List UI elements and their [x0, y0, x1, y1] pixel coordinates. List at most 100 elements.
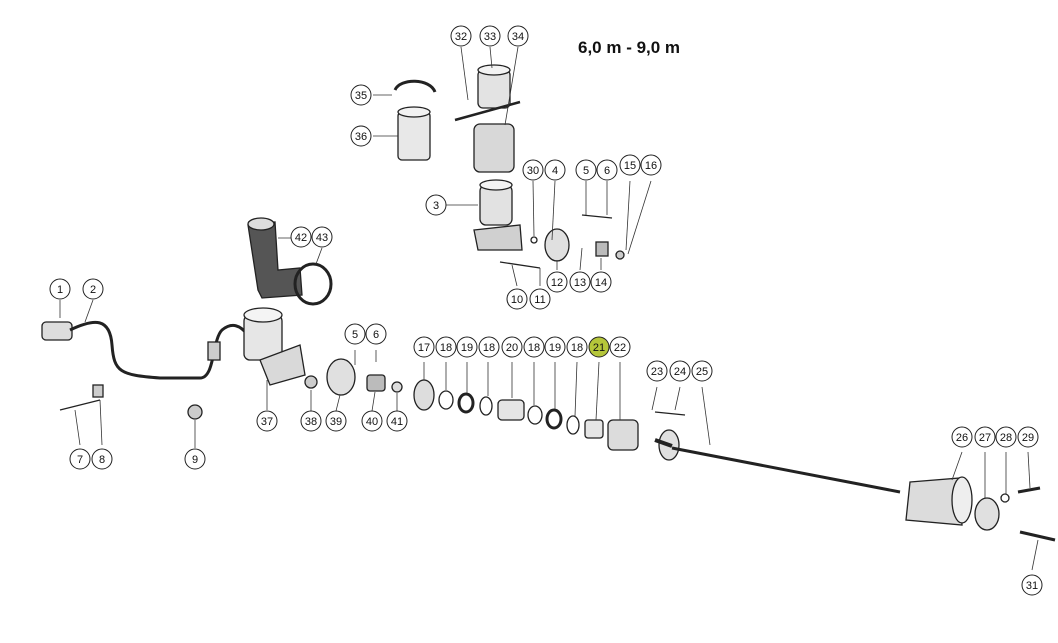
callout-30: 30 — [522, 159, 544, 181]
callout-number: 41 — [391, 416, 403, 428]
callout-number: 3 — [433, 200, 439, 212]
callout-number: 42 — [295, 232, 307, 244]
part-17 — [413, 379, 435, 411]
callout-circle — [588, 336, 610, 358]
callout-circle — [311, 226, 333, 248]
callout-6: 6 — [596, 159, 618, 181]
callout-24: 24 — [669, 360, 691, 382]
part-29 — [1017, 486, 1041, 494]
callout-15: 15 — [619, 154, 641, 176]
callout-circle — [184, 448, 206, 470]
callout-18: 18 — [435, 336, 457, 358]
callout-number: 6 — [604, 165, 610, 177]
callout-number: 12 — [551, 277, 563, 289]
callout-number: 14 — [595, 277, 607, 289]
callout-5-5: 5 — [344, 323, 366, 345]
callout-number: 35 — [355, 90, 367, 102]
callout-circle — [995, 426, 1017, 448]
callout-circle — [691, 360, 713, 382]
callout-number: 18 — [483, 342, 495, 354]
callout-number: 39 — [330, 416, 342, 428]
callout-number: 36 — [355, 131, 367, 143]
callout-circle — [544, 336, 566, 358]
callout-circle — [569, 271, 591, 293]
part-18c — [527, 405, 543, 425]
callout-number: 33 — [484, 31, 496, 43]
callout-circle — [344, 323, 366, 345]
callout-circle — [640, 154, 662, 176]
callout-number: 16 — [645, 160, 657, 172]
part-16 — [615, 250, 625, 260]
callout-31: 31 — [1021, 574, 1043, 596]
callout-5: 5 — [575, 159, 597, 181]
callout-circle — [974, 426, 996, 448]
part-39 — [326, 358, 356, 396]
callout-11: 11 — [529, 288, 551, 310]
callout-9: 9 — [184, 448, 206, 470]
part-18d — [566, 415, 580, 435]
hose-42 — [247, 217, 303, 299]
callout-25: 25 — [691, 360, 713, 382]
callout-circle — [300, 410, 322, 432]
callout-18-2: 18 — [523, 336, 545, 358]
callout-number: 5 — [352, 329, 358, 341]
leader-lines — [59, 46, 1039, 571]
callout-circle — [506, 288, 528, 310]
part-18b — [479, 396, 493, 416]
tube-26 — [905, 477, 963, 526]
callout-number: 4 — [552, 165, 558, 177]
callout-circle — [361, 410, 383, 432]
callout-circle — [478, 336, 500, 358]
callout-circle — [69, 448, 91, 470]
callout-number: 2 — [90, 284, 96, 296]
callout-number: 38 — [305, 416, 317, 428]
callout-27: 27 — [974, 426, 996, 448]
callout-number: 26 — [956, 432, 968, 444]
callout-number: 34 — [512, 31, 524, 43]
callout-43: 43 — [311, 226, 333, 248]
callout-circle — [413, 336, 435, 358]
callout-number: 20 — [506, 342, 518, 354]
callout-circle — [386, 410, 408, 432]
callout-number: 40 — [366, 416, 378, 428]
callout-1: 1 — [49, 278, 71, 300]
callout-circle — [575, 159, 597, 181]
callout-circle — [566, 336, 588, 358]
diagram-title: 6,0 m - 9,0 m — [578, 38, 681, 57]
part-7 — [59, 399, 101, 411]
callout-number: 18 — [440, 342, 452, 354]
motor-37 — [243, 307, 306, 386]
callout-3: 3 — [425, 194, 447, 216]
callout-8: 8 — [91, 448, 113, 470]
callout-number: 9 — [192, 454, 198, 466]
callout-40: 40 — [361, 410, 383, 432]
part-41 — [391, 381, 403, 393]
callout-23: 23 — [646, 360, 668, 382]
part-28 — [1000, 493, 1010, 503]
callout-circle — [82, 278, 104, 300]
callout-14: 14 — [590, 271, 612, 293]
pump-33 — [454, 64, 521, 173]
part-20 — [497, 399, 525, 421]
callout-circle — [49, 278, 71, 300]
callout-circle — [951, 426, 973, 448]
callout-circle — [596, 159, 618, 181]
callout-circle — [546, 271, 568, 293]
callout-7: 7 — [69, 448, 91, 470]
callout-circle — [365, 323, 387, 345]
callout-number: 18 — [571, 342, 583, 354]
callout-39: 39 — [325, 410, 347, 432]
callout-number: 25 — [696, 366, 708, 378]
callout-number: 11 — [534, 294, 545, 306]
callout-number: 28 — [1000, 432, 1012, 444]
callout-circle — [529, 288, 551, 310]
callout-circle — [544, 159, 566, 181]
callout-number: 43 — [316, 232, 328, 244]
callout-circle — [669, 360, 691, 382]
callout-10: 10 — [506, 288, 528, 310]
part-38 — [304, 375, 318, 389]
callout-number: 23 — [651, 366, 663, 378]
callout-circle — [456, 336, 478, 358]
callout-26: 26 — [951, 426, 973, 448]
